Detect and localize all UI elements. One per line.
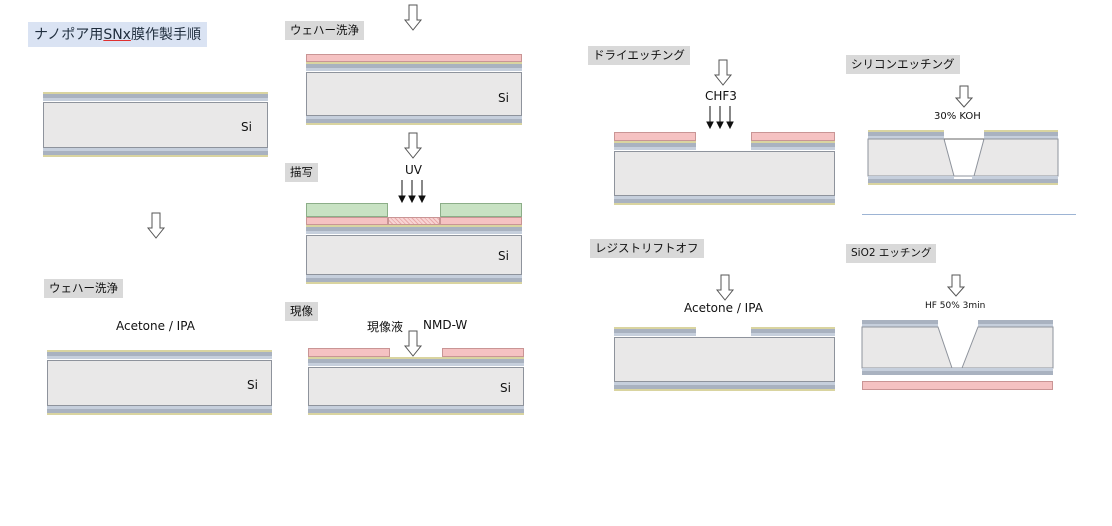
wafer-exposure: Si: [306, 203, 522, 287]
nmd-label: NMD-W: [423, 318, 468, 332]
step-label-si-etch: シリコンエッチング: [846, 55, 960, 74]
developer-label: 現像液: [367, 320, 404, 334]
membrane-pit: [861, 326, 1054, 369]
si-label: Si: [498, 249, 509, 263]
down-arrow-icon: [946, 274, 966, 297]
down-arrow-icon: [713, 59, 733, 86]
step-label-dry-etch: ドライエッチング: [588, 46, 690, 65]
si-label: Si: [247, 378, 258, 392]
down-arrow-icon: [954, 85, 974, 108]
koh-label: 30% KOH: [934, 111, 981, 122]
step-label-resist-liftoff: レジストリフトオフ: [590, 239, 704, 258]
etch-rays-icon: [706, 106, 734, 130]
photomask-right: [440, 203, 522, 217]
separator-line: [862, 214, 1076, 215]
step-label-sio2-etch: SiO2 エッチング: [846, 244, 937, 263]
title-highlight: SNx: [103, 27, 131, 43]
down-arrow-icon: [403, 4, 423, 31]
title-suffix: 膜作製手順: [130, 27, 201, 43]
step-label-develop: 現像: [285, 302, 318, 321]
down-arrow-icon: [403, 132, 423, 159]
title-prefix: ナノポア用: [34, 27, 104, 43]
wafer-resist-coated: Si: [306, 54, 522, 128]
acetone-ipa-label: Acetone / IPA: [684, 301, 763, 315]
wafer-membrane-final: [861, 320, 1054, 390]
chf3-label: CHF3: [705, 89, 737, 103]
acetone-ipa-label: Acetone / IPA: [116, 319, 195, 333]
koh-etch-pit: [867, 138, 1059, 177]
uv-rays-icon: [398, 180, 426, 204]
page-title: ナノポア用SNx膜作製手順: [28, 22, 207, 47]
step-label-wash-top: ウェハー洗浄: [285, 21, 364, 40]
wafer-initial: Si: [43, 92, 268, 158]
exposed-resist: [388, 217, 440, 225]
down-arrow-icon: [146, 212, 166, 239]
si-label: Si: [498, 91, 509, 105]
wafer-resist-removed: [614, 327, 835, 395]
uv-label: UV: [405, 163, 422, 177]
detached-layer: [862, 381, 1053, 390]
step-label-draw: 描写: [285, 163, 318, 182]
down-arrow-icon: [715, 274, 735, 301]
down-arrow-icon: [403, 330, 423, 357]
si-label: Si: [241, 120, 252, 134]
photomask-left: [306, 203, 388, 217]
step-label-wash: ウェハー洗浄: [44, 279, 123, 298]
wafer-si-etched: [867, 130, 1059, 188]
wafer-dry-etched: [614, 132, 835, 205]
wafer-developed: Si: [308, 348, 524, 418]
hf-label: HF 50% 3min: [925, 301, 986, 311]
si-label: Si: [500, 381, 511, 395]
wafer-washed: Si: [47, 350, 272, 416]
